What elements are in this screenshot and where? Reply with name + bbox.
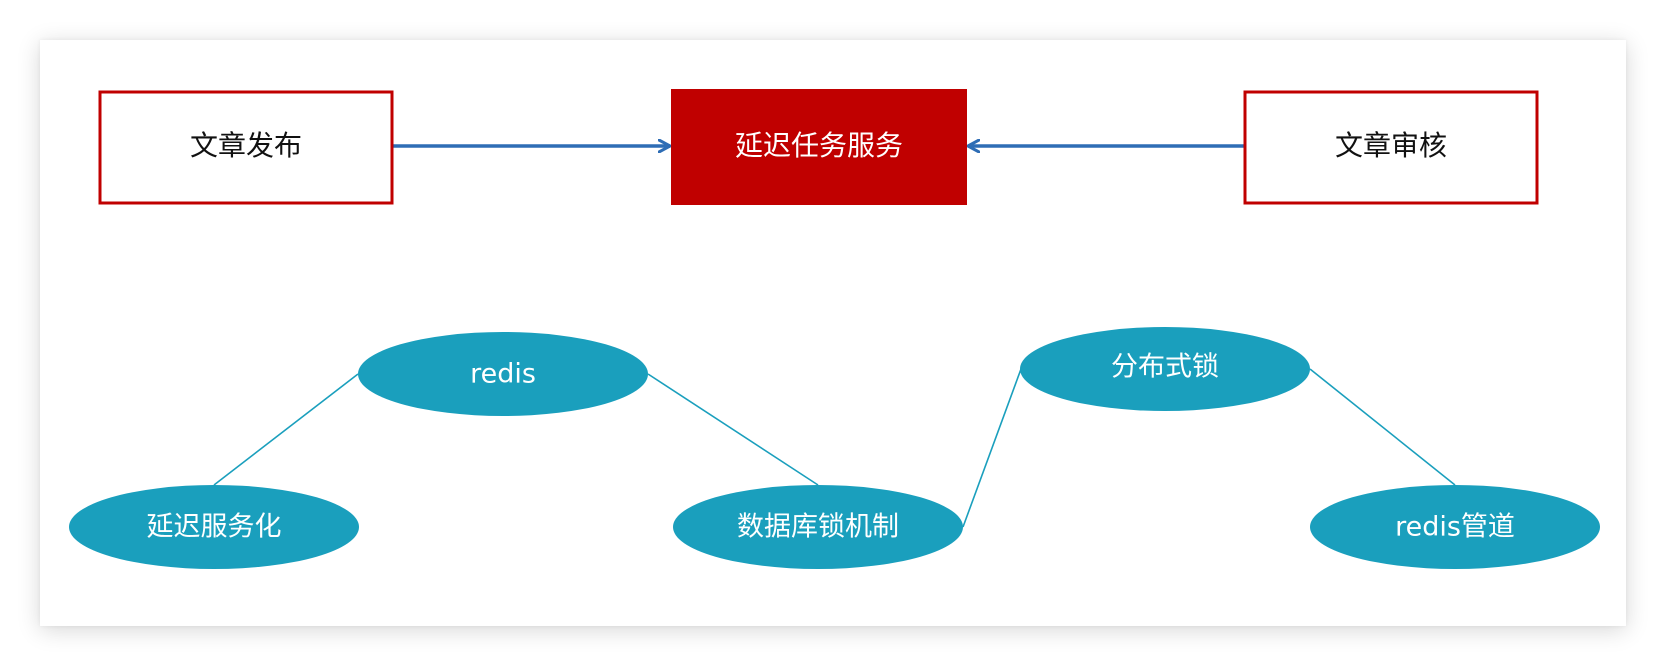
box-delay-task-service-label: 延迟任务服务 — [735, 129, 903, 162]
box-article-publish-label: 文章发布 — [190, 129, 302, 162]
box-article-review: 文章审核 — [1243, 90, 1539, 205]
box-delay-task-service: 延迟任务服务 — [671, 89, 967, 205]
node-redis-label: redis — [470, 359, 536, 390]
node-delay-service: 延迟服务化 — [69, 485, 359, 569]
node-redis: redis — [358, 332, 648, 416]
node-db-lock: 数据库锁机制 — [673, 485, 963, 569]
connector-dist-lock-redis-pipeline — [1309, 368, 1456, 486]
connector-db-lock-dist-lock — [962, 368, 1022, 528]
box-article-review-label: 文章审核 — [1335, 129, 1447, 162]
connector-delay-service-redis — [213, 373, 359, 486]
node-delay-service-label: 延迟服务化 — [147, 512, 282, 543]
connector-redis-db-lock — [647, 373, 819, 486]
node-dist-lock: 分布式锁 — [1020, 327, 1310, 411]
node-redis-pipeline: redis管道 — [1310, 485, 1600, 569]
node-dist-lock-label: 分布式锁 — [1111, 352, 1219, 383]
box-article-publish: 文章发布 — [98, 90, 394, 205]
node-db-lock-label: 数据库锁机制 — [737, 512, 899, 543]
node-redis-pipeline-label: redis管道 — [1395, 512, 1515, 543]
